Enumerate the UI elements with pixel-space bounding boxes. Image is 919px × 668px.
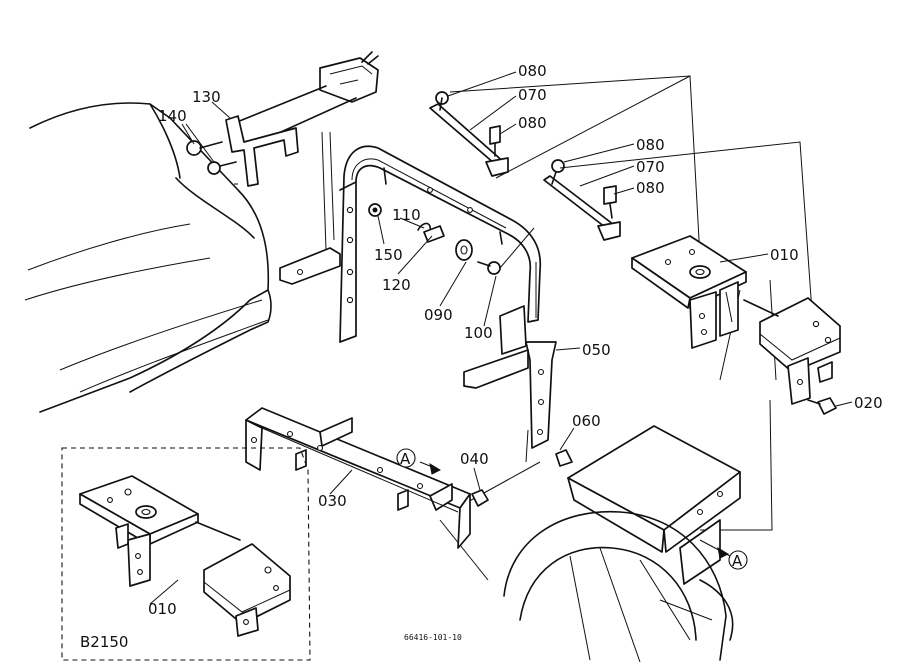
label-040: 040: [460, 450, 489, 468]
part-labels: 080 070 080 080 070 080 130 140 110 150 …: [148, 62, 883, 618]
small-hardware: [368, 203, 501, 275]
label-030: 030: [318, 492, 347, 510]
leader-lines: [149, 71, 853, 605]
drawing-number: 66416-101-10: [404, 633, 462, 642]
label-080-c: 080: [636, 136, 665, 154]
stay-070-lower: [543, 159, 621, 241]
label-120: 120: [382, 276, 411, 294]
label-140: 140: [158, 107, 187, 125]
label-080-b: 080: [518, 114, 547, 132]
label-060: 060: [572, 412, 601, 430]
switch-bracket: [231, 51, 379, 147]
label-070-a: 070: [518, 86, 547, 104]
arrows: [429, 462, 730, 559]
ref-a-upper-text: A: [400, 450, 411, 468]
bracket-010: [631, 235, 841, 405]
label-090: 090: [424, 306, 453, 324]
bolt-060: [555, 449, 573, 467]
label-050: 050: [582, 341, 611, 359]
inset-label: B2150: [80, 633, 128, 651]
cross-member-030: [245, 407, 471, 549]
bracket-130: [225, 115, 299, 187]
label-110: 110: [392, 206, 421, 224]
label-130: 130: [192, 88, 221, 106]
label-010-a: 010: [770, 246, 799, 264]
label-010-b: 010: [148, 600, 177, 618]
ref-a-lower: A: [728, 550, 748, 570]
hood-outline: [24, 102, 272, 413]
stay-070-upper: [429, 91, 509, 177]
label-150: 150: [374, 246, 403, 264]
label-080-d: 080: [636, 179, 665, 197]
bolts-140: [186, 140, 237, 175]
label-080-a: 080: [518, 62, 547, 80]
radiator-frame: [279, 145, 557, 449]
label-070-b: 070: [636, 158, 665, 176]
inset-b2150: [61, 447, 311, 661]
ref-a-upper: A: [396, 448, 416, 468]
battery-box: [567, 425, 741, 585]
ref-a-lower-text: A: [732, 552, 743, 570]
bolt-040: [471, 489, 489, 507]
bolt-020: [807, 397, 837, 415]
label-020: 020: [854, 394, 883, 412]
label-100: 100: [464, 324, 493, 342]
fan-shroud: [503, 510, 734, 663]
